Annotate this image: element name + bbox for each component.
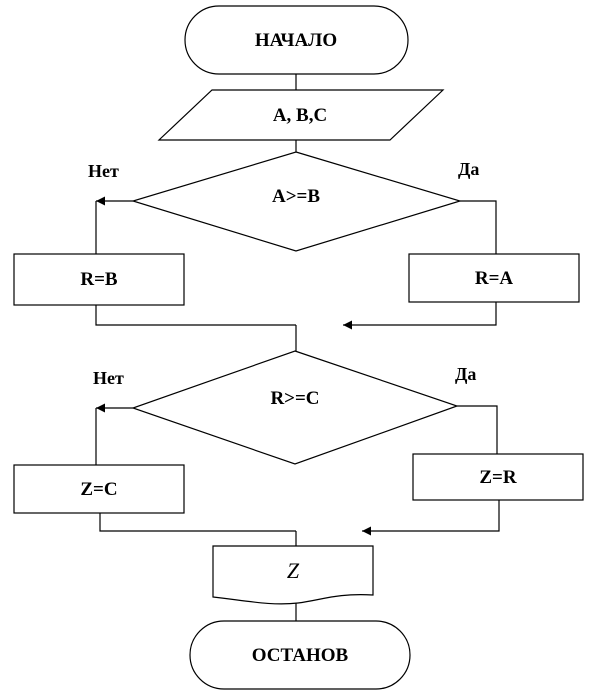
process-zr: Z=R	[412, 453, 584, 501]
end-label: ОСТАНОВ	[252, 645, 349, 666]
process-zc-label: Z=C	[80, 479, 117, 500]
decision-1: A>=B Нет Да	[88, 151, 479, 252]
process-zc: Z=C	[13, 464, 185, 514]
process-ra-label: R=A	[475, 268, 514, 289]
output-document: Z	[212, 545, 374, 605]
process-ra: R=A	[408, 253, 580, 303]
process-zr-label: Z=R	[479, 467, 516, 488]
connector-merge1-left	[95, 305, 296, 326]
connector-decision1-yes	[460, 200, 497, 254]
decision-2-label: R>=C	[270, 388, 319, 409]
process-rb: R=B	[13, 253, 185, 306]
output-label: Z	[287, 558, 300, 583]
decision-2: R>=C Нет Да	[93, 350, 476, 465]
input-block: A, B,C	[157, 89, 445, 141]
connectors	[95, 74, 500, 621]
start-terminator: НАЧАЛО	[184, 5, 409, 75]
decision-1-yes-label: Да	[458, 159, 479, 179]
connector-merge1-right	[432, 302, 497, 326]
connector-merge2-right	[446, 500, 500, 532]
end-terminator: ОСТАНОВ	[189, 620, 411, 690]
decision-2-no-label: Нет	[93, 368, 124, 388]
process-rb-label: R=B	[80, 269, 118, 290]
decision-2-yes-label: Да	[455, 364, 476, 384]
input-label: A, B,C	[273, 105, 327, 126]
connector-merge2-left	[99, 513, 296, 532]
decision-1-no-label: Нет	[88, 161, 119, 181]
connector-decision2-yes	[457, 405, 498, 454]
decision-1-label: A>=B	[272, 186, 320, 207]
start-label: НАЧАЛО	[255, 30, 337, 51]
